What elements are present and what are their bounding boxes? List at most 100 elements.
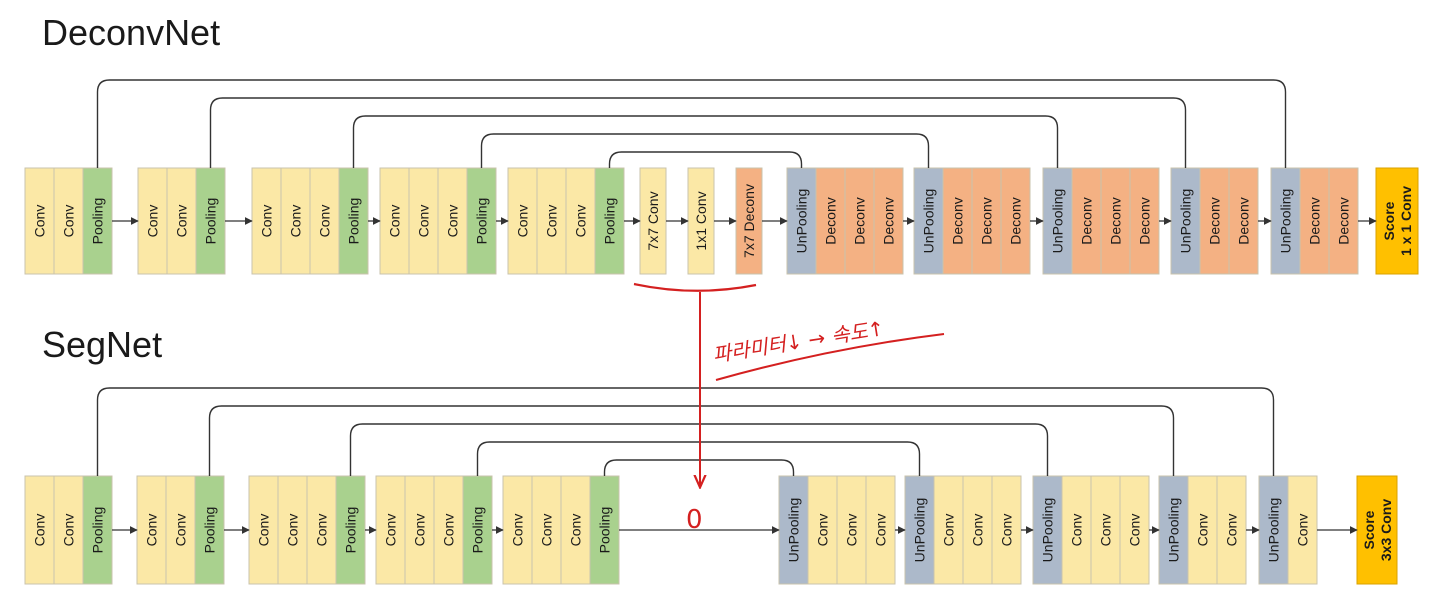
deconvnet-dec1-unpooling-1-label: UnPooling bbox=[794, 189, 810, 254]
deconvnet-dec2-deconv-4-label: Deconv bbox=[1008, 197, 1024, 244]
deconvnet-dec5-deconv-3: Deconv bbox=[1328, 167, 1359, 275]
segnet-dec2-conv-2-label: Conv bbox=[941, 514, 957, 547]
deconvnet-dec2-deconv-3-box bbox=[971, 167, 1002, 275]
segnet-enc3-pooling-4-label: Pooling bbox=[343, 507, 359, 554]
deconvnet-dec2-deconv-3: Deconv bbox=[971, 167, 1002, 275]
deconvnet-dec4-unpooling-1: UnPooling bbox=[1170, 167, 1201, 275]
annotation-zero-mark: 0 bbox=[686, 505, 703, 535]
segnet-enc1-conv-1: Conv bbox=[24, 475, 55, 585]
segnet-dec5-conv-2: Conv bbox=[1287, 475, 1318, 585]
deconvnet-dec1-deconv-2: Deconv bbox=[815, 167, 846, 275]
deconvnet-enc2-conv-2: Conv bbox=[166, 167, 197, 275]
deconvnet-enc4-pooling-4-label: Pooling bbox=[474, 198, 490, 245]
deconvnet-dec4-deconv-2-label: Deconv bbox=[1207, 197, 1223, 244]
deconvnet-dec1-unpooling-1: UnPooling bbox=[786, 167, 817, 275]
deconvnet-enc3-conv-3-box bbox=[309, 167, 340, 275]
segnet-dec3-conv-4-label: Conv bbox=[1127, 514, 1143, 547]
deconvnet-dec5-deconv-3-label: Deconv bbox=[1336, 197, 1352, 244]
segnet-enc2-pooling-3-box bbox=[194, 475, 225, 585]
segnet-enc1-pooling-3: Pooling bbox=[82, 475, 113, 585]
segnet-enc5-conv-1: Conv bbox=[502, 475, 533, 585]
deconvnet-enc3-conv-1-label: Conv bbox=[259, 205, 275, 238]
deconvnet-enc4-conv-2-box bbox=[408, 167, 439, 275]
deconvnet-skip-connection-2 bbox=[209, 97, 1187, 168]
segnet-enc4-conv-1: Conv bbox=[375, 475, 406, 585]
deconvnet-dec5-deconv-2-label: Deconv bbox=[1307, 197, 1323, 244]
segnet-enc3-conv-3-label: Conv bbox=[314, 514, 330, 547]
segnet-dec2-conv-3: Conv bbox=[962, 475, 993, 585]
deconvnet-enc5-conv-1: Conv bbox=[507, 167, 538, 275]
deconvnet-dec1-deconv-4-label: Deconv bbox=[881, 197, 897, 244]
segnet-dec1-conv-2-label: Conv bbox=[815, 514, 831, 547]
deconvnet-enc4-conv-1: Conv bbox=[379, 167, 410, 275]
segnet-dec4-conv-2-box bbox=[1187, 475, 1218, 585]
segnet-dec3-conv-2: Conv bbox=[1061, 475, 1092, 585]
deconvnet-mid-1x1-conv: 1x1 Conv bbox=[687, 167, 715, 275]
deconvnet-dec2-deconv-3-label: Deconv bbox=[979, 197, 995, 244]
deconvnet-mid-7x7-conv-label: 7x7 Conv bbox=[645, 191, 661, 250]
segnet-enc4-conv-3: Conv bbox=[433, 475, 464, 585]
segnet-dec2-unpooling-1-label: UnPooling bbox=[912, 498, 928, 563]
deconvnet-dec4-deconv-3-label: Deconv bbox=[1236, 197, 1252, 244]
deconvnet-enc1-conv-2-label: Conv bbox=[61, 205, 77, 238]
segnet-dec2-conv-4: Conv bbox=[991, 475, 1022, 585]
segnet-dec5-unpooling-1-label: UnPooling bbox=[1266, 498, 1282, 563]
deconvnet-skip-connection-1 bbox=[96, 79, 1287, 168]
deconvnet-enc4-pooling-4-box bbox=[466, 167, 497, 275]
deconvnet-dec2-deconv-2: Deconv bbox=[942, 167, 973, 275]
deconvnet-enc1-pooling-3-label: Pooling bbox=[90, 198, 106, 245]
segnet-dec4-conv-2: Conv bbox=[1187, 475, 1218, 585]
segnet-dec2-conv-3-box bbox=[962, 475, 993, 585]
segnet-enc1-pooling-3-label: Pooling bbox=[90, 507, 106, 554]
segnet-enc2-conv-2-label: Conv bbox=[173, 514, 189, 547]
deconvnet-score-line-2: 1 x 1 Conv bbox=[1398, 186, 1414, 256]
deconvnet-dec2-deconv-2-box bbox=[942, 167, 973, 275]
deconvnet-dec1-deconv-3: Deconv bbox=[844, 167, 875, 275]
segnet-enc2-conv-2: Conv bbox=[165, 475, 196, 585]
segnet-dec3-conv-2-label: Conv bbox=[1069, 514, 1085, 547]
deconvnet-enc2-pooling-3-label: Pooling bbox=[203, 198, 219, 245]
deconvnet-dec2-deconv-2-label: Deconv bbox=[950, 197, 966, 244]
deconvnet-enc5-conv-3-label: Conv bbox=[573, 205, 589, 238]
segnet-enc2-conv-1: Conv bbox=[136, 475, 167, 585]
segnet-dec4-conv-3-label: Conv bbox=[1224, 514, 1240, 547]
segnet-enc4-pooling-4-label: Pooling bbox=[470, 507, 486, 554]
segnet-enc5-conv-3: Conv bbox=[560, 475, 591, 585]
segnet-dec3-conv-3-box bbox=[1090, 475, 1121, 585]
deconvnet-enc5-conv-3-box bbox=[565, 167, 596, 275]
segnet-dec2-conv-4-label: Conv bbox=[999, 514, 1015, 547]
deconvnet-enc5-pooling-4: Pooling bbox=[594, 167, 625, 275]
segnet-enc2-conv-1-box bbox=[136, 475, 167, 585]
deconvnet-dec3-deconv-2-label: Deconv bbox=[1079, 197, 1095, 244]
deconvnet-enc3-conv-1-box bbox=[251, 167, 282, 275]
deconvnet-enc4-pooling-4: Pooling bbox=[466, 167, 497, 275]
segnet-enc3-pooling-4: Pooling bbox=[335, 475, 366, 585]
segnet-enc2-pooling-3: Pooling bbox=[194, 475, 225, 585]
segnet-enc5-pooling-4: Pooling bbox=[589, 475, 620, 585]
deconvnet-enc4-conv-1-box bbox=[379, 167, 410, 275]
segnet-dec2-unpooling-1: UnPooling bbox=[904, 475, 935, 585]
segnet-enc3-conv-1: Conv bbox=[248, 475, 279, 585]
deconvnet-enc4-conv-3: Conv bbox=[437, 167, 468, 275]
deconvnet-enc3-conv-3-label: Conv bbox=[317, 205, 333, 238]
deconvnet-enc2-conv-1-label: Conv bbox=[145, 205, 161, 238]
deconvnet-mid-7x7-deconv: 7x7 Deconv bbox=[735, 167, 763, 275]
segnet-dec2-conv-4-box bbox=[991, 475, 1022, 585]
segnet-enc4-pooling-4-box bbox=[462, 475, 493, 585]
deconvnet-enc2-pooling-3: Pooling bbox=[195, 167, 226, 275]
deconvnet-dec3-unpooling-1: UnPooling bbox=[1042, 167, 1073, 275]
deconvnet-skip-connection-4 bbox=[480, 133, 930, 168]
segnet-enc4-pooling-4: Pooling bbox=[462, 475, 493, 585]
segnet-dec5-conv-2-label: Conv bbox=[1295, 514, 1311, 547]
deconvnet-dec3-deconv-3-box bbox=[1100, 167, 1131, 275]
segnet-enc3-pooling-4-box bbox=[335, 475, 366, 585]
segnet-enc3-conv-2-box bbox=[277, 475, 308, 585]
deconvnet-enc3-pooling-4-box bbox=[338, 167, 369, 275]
deconvnet-enc5-conv-2: Conv bbox=[536, 167, 567, 275]
deconvnet-skip-connection-3 bbox=[352, 115, 1059, 168]
segnet-dec5-unpooling-1: UnPooling bbox=[1258, 475, 1289, 585]
